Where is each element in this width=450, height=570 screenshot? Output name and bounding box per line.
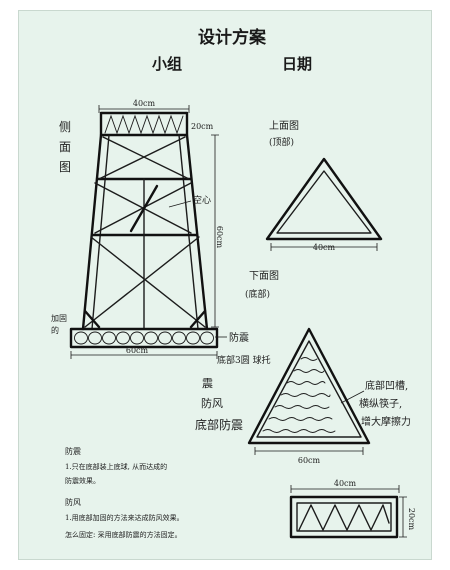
detail-width-dimension	[290, 485, 400, 493]
total-height-label: 60cm	[215, 226, 224, 249]
design-sheet: 设计方案 小组 日期 侧 面 图 40cm 20cm 空心 60cm	[18, 10, 432, 560]
bottom-view-triangle-outer	[247, 327, 371, 445]
design-drawing: 设计方案 小组 日期 侧 面 图 40cm 20cm 空心 60cm	[51, 27, 416, 539]
bottom-view-note-1: 底部凹槽,	[365, 379, 408, 392]
top-view-subtitle: (顶部)	[269, 136, 294, 148]
top-box	[99, 111, 189, 137]
quake-note: 防震	[229, 331, 249, 344]
bottom-view-width-dimension	[254, 447, 364, 455]
bottom-view-note-3: 增大摩擦力	[361, 415, 411, 428]
base-note: 底部3圆 球托	[217, 354, 271, 366]
base-balls	[74, 331, 214, 345]
upper-x-brace	[98, 136, 190, 180]
top-box-truss	[104, 114, 184, 135]
bottom-view-subtitle: (底部)	[245, 288, 270, 300]
detail-width-label: 40cm	[334, 479, 357, 488]
top-width-label: 40cm	[133, 99, 156, 108]
detail-truss	[298, 504, 390, 531]
top-view-width-label: 40cm	[313, 243, 336, 252]
hollow-post-highlight	[129, 184, 159, 233]
bottom-view-note-pointer	[340, 390, 365, 404]
middle-note-1: 震	[202, 377, 213, 390]
middle-note-2: 防风	[201, 396, 223, 410]
quake-notes-line-1: 1.只在底部装上底球, 从而达成的	[65, 462, 167, 471]
total-height-dimension	[211, 134, 219, 328]
detail-height-dimension	[399, 496, 407, 538]
bottom-view-triangle-inner	[256, 340, 362, 438]
corner-note-2: 的	[51, 325, 59, 335]
top-view-width-dimension	[270, 243, 378, 251]
quake-notes-line-2: 防震效果。	[65, 476, 100, 485]
quake-notes-title: 防震	[65, 446, 81, 456]
bottom-view-width-label: 60cm	[298, 456, 321, 465]
detail-box-inner	[296, 502, 392, 532]
detail-box-outer	[289, 495, 399, 539]
wind-notes-line-1: 1.用底部加固的方法来达成防风效果。	[65, 513, 184, 522]
lower-x-brace	[84, 236, 206, 328]
top-width-dimension	[98, 105, 190, 113]
bottom-view-note-2: 横纵筷子,	[359, 397, 402, 410]
side-view-label-1: 侧	[59, 120, 71, 134]
bottom-width-label: 60cm	[126, 346, 149, 355]
tower-legs	[81, 133, 209, 331]
wind-notes-line-2: 怎么固定: 采用底部防震的方法固定。	[65, 530, 182, 539]
middle-note-3: 底部防震	[195, 417, 243, 432]
top-view-triangle-inner	[276, 170, 372, 234]
hollow-note-pointer	[168, 200, 192, 208]
group-label: 小组	[152, 55, 182, 73]
top-view: 上面图 (顶部) 40cm	[265, 120, 383, 252]
detail-height-label: 20cm	[407, 508, 416, 531]
hollow-note: 空心	[193, 194, 211, 206]
bottom-view-title: 下面图	[249, 270, 279, 282]
design-notes: 防震 1.只在底部装上底球, 从而达成的 防震效果。 防风 1.用底部加固的方法…	[65, 446, 184, 539]
bottom-view: 下面图 (底部) 60cm 底部凹槽, 横纵筷子, 增大摩擦力	[245, 270, 411, 465]
sheet-title: 设计方案	[198, 27, 267, 48]
side-view-label-2: 面	[59, 140, 71, 154]
tower-inner-legs	[91, 134, 199, 330]
wind-notes-title: 防风	[65, 497, 81, 507]
date-label: 日期	[282, 55, 312, 73]
side-view-tower: 侧 面 图 40cm 20cm 空心 60cm 加固 的	[51, 99, 271, 366]
top-height-label: 20cm	[191, 122, 214, 131]
detail-view: 40cm 20cm	[289, 479, 416, 539]
corner-reinforcement	[83, 309, 207, 329]
tower-base	[69, 327, 219, 349]
top-view-title: 上面图	[269, 120, 299, 132]
bottom-width-dimension	[70, 351, 218, 359]
corner-note-1: 加固	[51, 313, 67, 323]
side-view-label-3: 图	[59, 160, 71, 174]
bottom-view-grooves	[262, 357, 336, 433]
top-view-triangle-outer	[265, 157, 383, 241]
